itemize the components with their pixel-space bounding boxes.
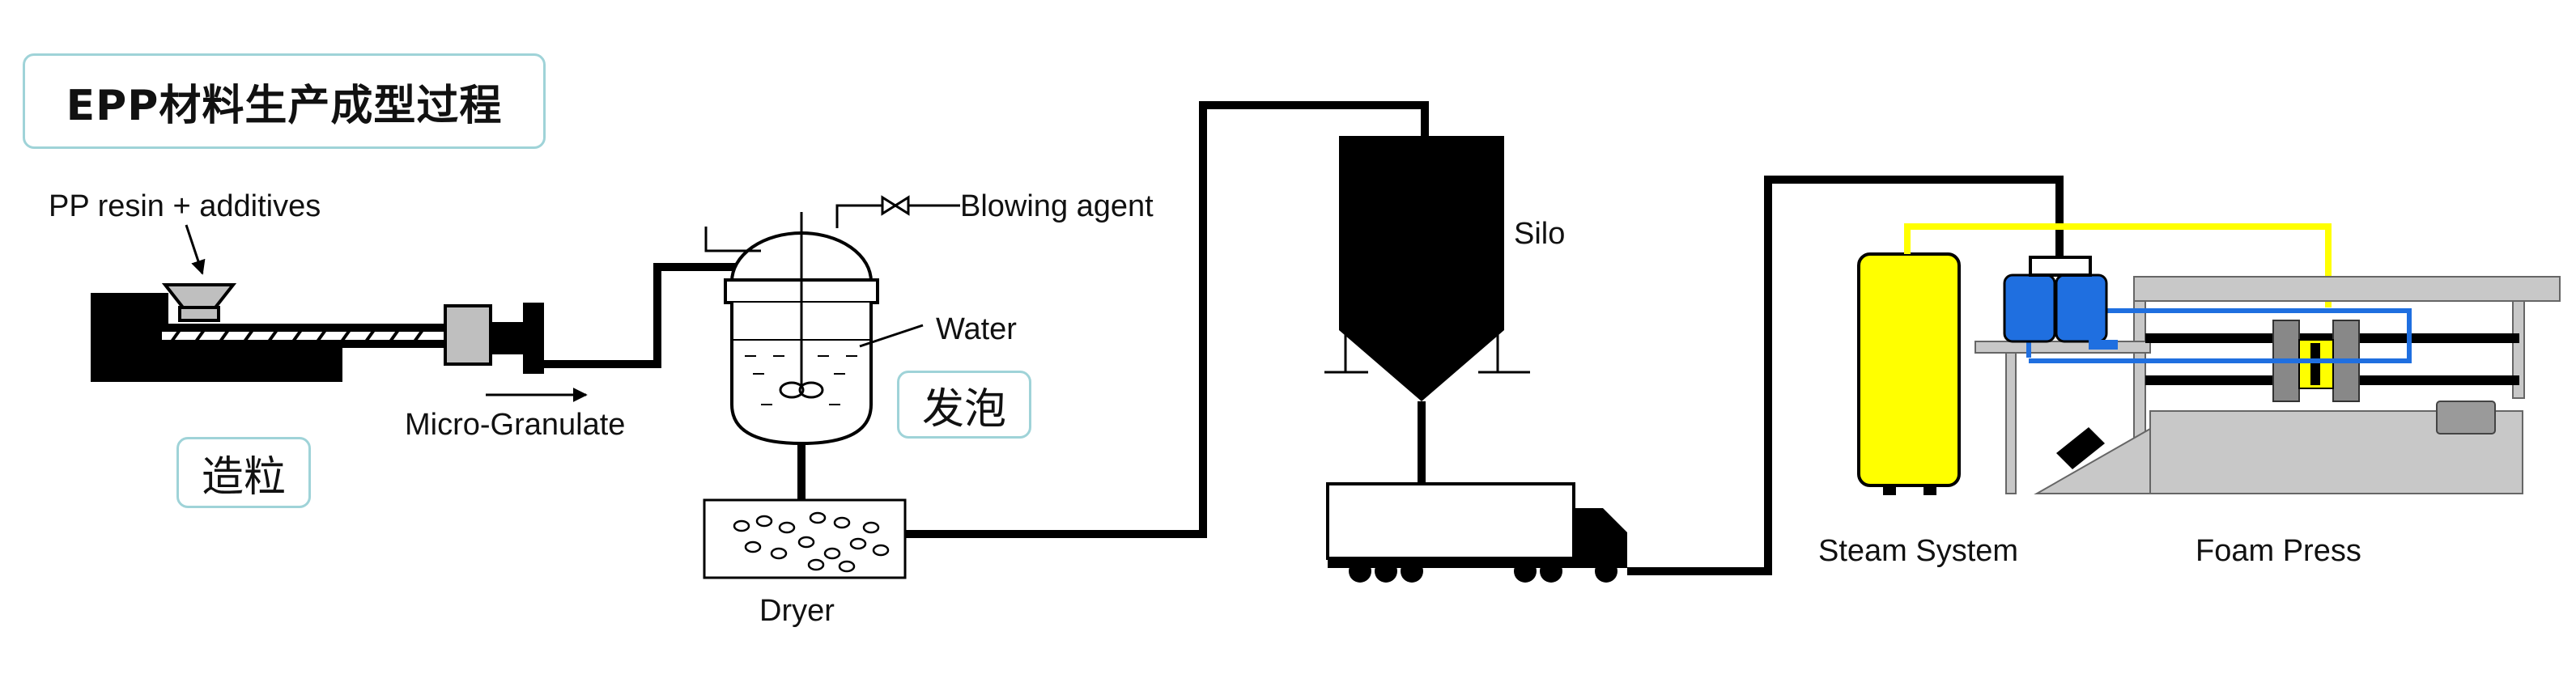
label-silo: Silo — [1514, 217, 1566, 251]
hopper-throat — [178, 306, 220, 322]
hydraulic-tank-left — [2003, 273, 2056, 343]
label-water: Water — [936, 312, 1017, 346]
page-title: EPP材料生产成型过程 — [23, 53, 546, 149]
silo-cone — [1339, 330, 1504, 401]
blowing-agent-line — [835, 204, 882, 228]
extruder — [91, 224, 544, 382]
truck-cab — [1574, 508, 1627, 566]
press-table — [1975, 341, 2151, 354]
extruder-die — [444, 304, 492, 366]
steam-tank — [1857, 252, 1961, 487]
valve-right — [893, 195, 910, 216]
page-title-text: EPP材料生产成型过程 — [66, 81, 503, 130]
press-ejector — [2056, 427, 2105, 469]
dryer — [703, 498, 907, 579]
silo-body — [1339, 136, 1504, 330]
pipe-truck-to-press — [1627, 176, 2064, 575]
press-control-panel — [2436, 401, 2496, 434]
reactor-inlet-stub — [704, 227, 761, 252]
extruder-flange — [523, 303, 544, 374]
stage-tag-foaming-text: 发泡 — [921, 384, 1006, 434]
stirrer-blade-right — [798, 381, 824, 399]
extruder-motor — [91, 293, 168, 382]
press-chute — [2034, 427, 2151, 494]
label-micro-granulate: Micro-Granulate — [405, 408, 626, 442]
truck-trailer — [1326, 482, 1575, 560]
extruder-screw-flights — [170, 329, 424, 343]
steam-line — [1904, 223, 2332, 307]
dryer-box — [703, 498, 907, 579]
label-dryer: Dryer — [759, 594, 835, 628]
label-blowing-agent: Blowing agent — [960, 189, 1154, 223]
steam-system — [1857, 223, 2332, 495]
truck-wheels — [1349, 560, 1617, 583]
label-foam-press: Foam Press — [2196, 534, 2361, 568]
water-marks — [745, 355, 857, 405]
label-steam-system: Steam System — [1818, 534, 2019, 568]
hydraulic-tank-right — [2055, 273, 2108, 343]
press-top-rail — [2133, 276, 2561, 302]
pipe-extruder-to-reactor — [544, 249, 764, 368]
stage-tag-granulation: 造粒 — [176, 437, 311, 508]
label-pp-resin: PP resin + additives — [49, 189, 321, 223]
stirrer-blade-left — [779, 381, 805, 399]
water-pointer — [859, 324, 924, 348]
foaming-reactor — [704, 195, 960, 446]
silo — [1324, 136, 1530, 484]
extruder-adapter — [491, 322, 523, 354]
pipe-dryer-to-silo — [905, 101, 1429, 538]
valve-left — [881, 195, 898, 216]
hopper — [161, 283, 237, 309]
dryer-beads — [733, 511, 890, 573]
truck — [1326, 482, 1627, 583]
stage-tag-foaming: 发泡 — [897, 371, 1031, 439]
stage-tag-granulation-text: 造粒 — [201, 452, 286, 502]
resin-feed-arrow — [185, 224, 206, 275]
foam-press — [1975, 256, 2561, 494]
extruder-screw-channel — [162, 332, 445, 340]
